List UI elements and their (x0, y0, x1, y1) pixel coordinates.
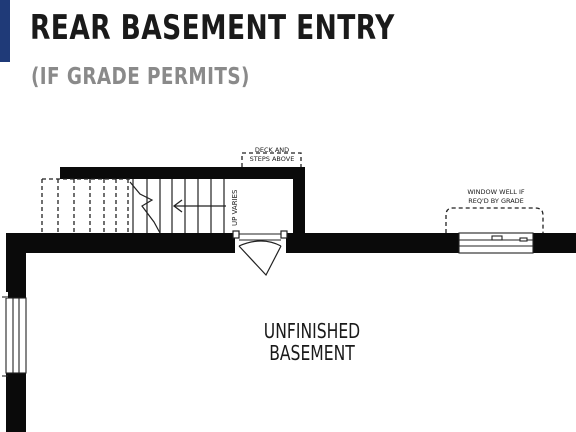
stair-break-line (129, 181, 161, 234)
window-well-label-line-1: WINDOW WELL IF (467, 188, 525, 196)
stair-enclosure (60, 167, 305, 233)
page-title: REAR BASEMENT ENTRY (30, 8, 395, 48)
deck-label-line-1: DECK AND (255, 146, 289, 154)
room-label-line-1: UNFINISHED (264, 320, 360, 343)
rear-wall-center-segment (286, 233, 459, 253)
room-label-line-2: BASEMENT (269, 342, 355, 365)
rear-window (458, 232, 534, 254)
stair-direction-arrow (172, 199, 226, 213)
stair-enclosure-left-post (60, 167, 66, 179)
stair-enclosure-top-wall (60, 167, 305, 179)
left-wall-lower (6, 373, 26, 432)
up-varies-label: UP VARIES (231, 189, 239, 226)
window-well-outline-dashed (445, 207, 544, 233)
window-well-label-line-2: REQ'D BY GRADE (468, 197, 524, 205)
page-subtitle: (IF GRADE PERMITS) (31, 64, 250, 90)
exterior-walls (6, 233, 576, 432)
brand-accent-bar (0, 0, 10, 62)
rear-wall-right-segment (533, 233, 576, 253)
exterior-steps-dashed (41, 178, 130, 233)
entry-door (232, 230, 288, 277)
rear-wall-left-segment (6, 233, 235, 253)
deck-label-line-2: STEPS ABOVE (250, 155, 295, 163)
stair-enclosure-side-wall (293, 167, 305, 233)
deck-outline-dashed (241, 152, 302, 167)
left-wall-upper (6, 253, 26, 298)
left-window (2, 292, 27, 377)
